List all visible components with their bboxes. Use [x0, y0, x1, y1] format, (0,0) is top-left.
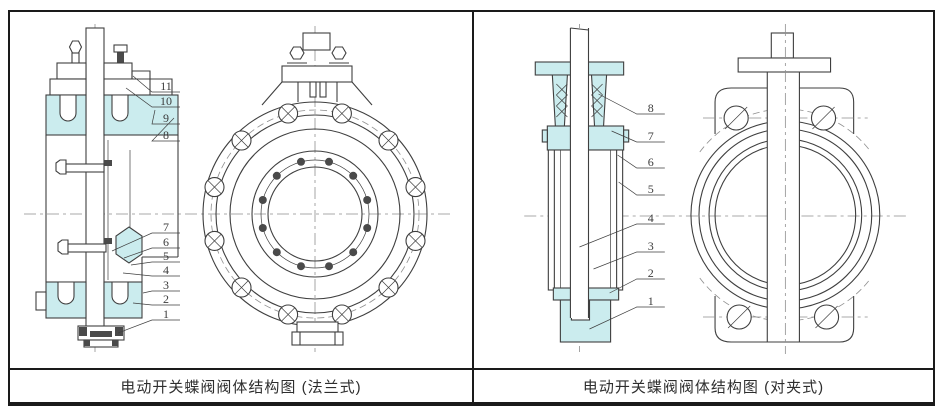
flanged-front-view [202, 26, 428, 352]
part-label: 7 [648, 129, 654, 143]
part-label: 8 [648, 101, 654, 115]
wafer-panel: 8 7 6 5 4 3 2 1 [472, 12, 933, 368]
part-labels: 8 7 6 5 4 3 2 1 [579, 93, 665, 330]
wafer-section-view: 8 7 6 5 4 3 2 1 [524, 24, 907, 352]
part-label: 2 [648, 266, 654, 280]
part-label: 4 [648, 211, 654, 225]
part-label: 9 [163, 111, 169, 125]
actuator-bracket [261, 32, 373, 106]
part-label: 5 [648, 182, 654, 196]
part-label: 5 [163, 249, 169, 263]
bottom-cover [77, 325, 125, 348]
caption-row: 电动开关蝶阀阀体结构图 (法兰式) 电动开关蝶阀阀体结构图 (对夹式) [10, 368, 933, 402]
flanged-section-view: 11 10 9 8 7 6 5 [24, 24, 452, 352]
wafer-front-view [690, 24, 881, 354]
front-shaft [766, 72, 800, 343]
taper-pin-upper [55, 159, 105, 175]
part-label: 3 [648, 239, 654, 253]
part-label: 7 [163, 220, 169, 234]
part-label: 6 [163, 235, 169, 249]
wafer-valve-drawing: 8 7 6 5 4 3 2 1 [524, 24, 907, 354]
bottom-boss [291, 321, 344, 346]
flange-bolt-holes [204, 103, 426, 325]
part-label: 1 [648, 294, 654, 308]
taper-pin-lower [57, 239, 107, 255]
valve-stem [85, 27, 105, 331]
wafer-caption: 电动开关蝶阀阀体结构图 (对夹式) [472, 370, 933, 402]
flanged-valve-drawing: 11 10 9 8 7 6 5 [24, 24, 452, 352]
part-label: 3 [163, 278, 169, 292]
part-labels-top: 11 10 9 8 [125, 75, 180, 142]
valve-shaft [569, 27, 590, 318]
springs [556, 83, 603, 118]
flanged-panel: 11 10 9 8 7 6 5 [10, 12, 472, 368]
part-label: 11 [160, 79, 172, 93]
part-label: 6 [648, 155, 654, 169]
part-label: 2 [163, 292, 169, 306]
part-label: 8 [163, 128, 169, 142]
top-flange-plate [737, 32, 832, 73]
part-label: 4 [163, 263, 169, 277]
part-labels-bottom: 7 6 5 4 3 2 1 [111, 220, 180, 334]
disc-hub [115, 226, 143, 264]
flanged-caption: 电动开关蝶阀阀体结构图 (法兰式) [10, 370, 472, 402]
drawings-row: 11 10 9 8 7 6 5 [10, 12, 933, 368]
part-label: 10 [160, 94, 172, 108]
figure-table: 11 10 9 8 7 6 5 [8, 10, 935, 406]
flanged-caption-text: 电动开关蝶阀阀体结构图 (法兰式) [120, 378, 362, 396]
part-label: 1 [163, 307, 169, 321]
lug-bolt-holes [723, 105, 840, 330]
wafer-caption-text: 电动开关蝶阀阀体结构图 (对夹式) [582, 378, 825, 396]
seat-ring-screws [258, 157, 372, 271]
